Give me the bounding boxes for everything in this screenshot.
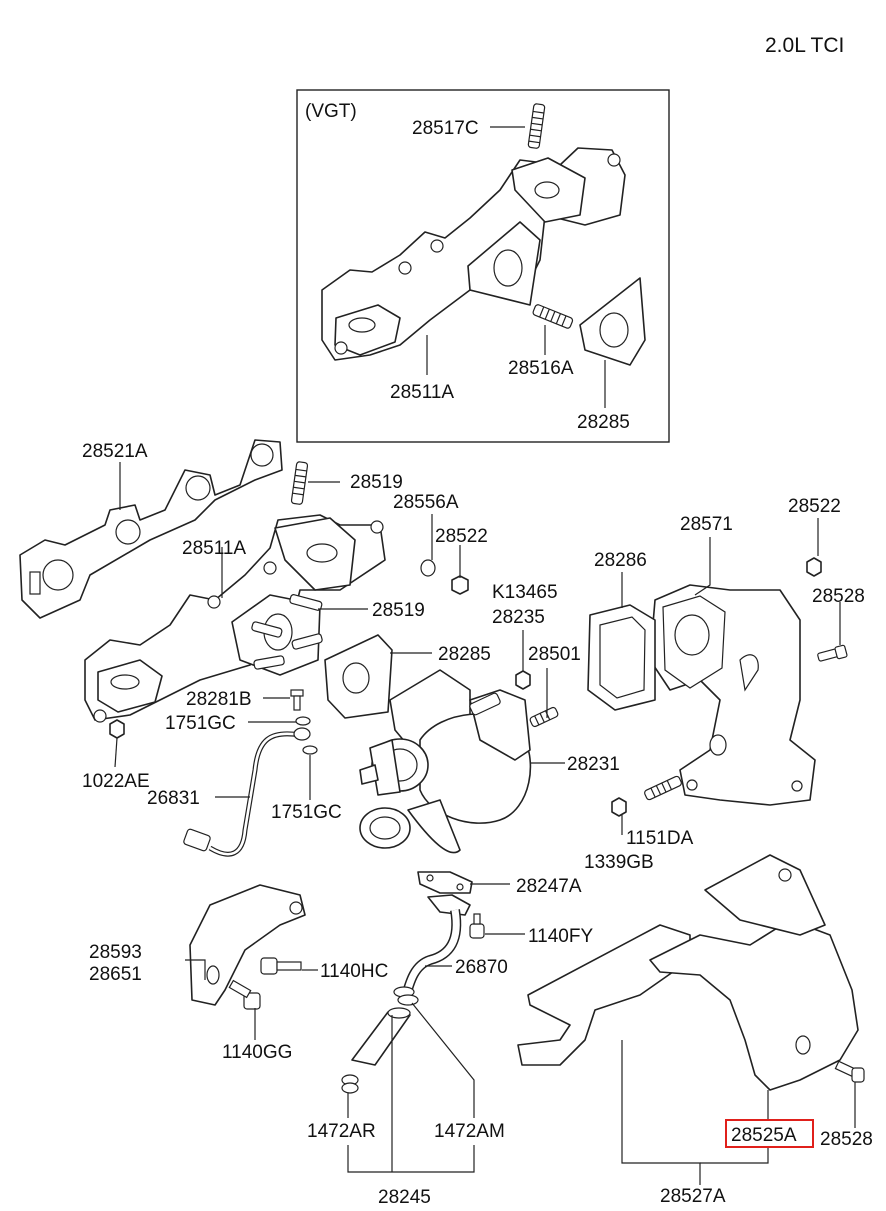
nut-k13465[interactable] bbox=[515, 670, 531, 690]
label-28235[interactable]: 28235 bbox=[492, 607, 545, 628]
label-28231[interactable]: 28231 bbox=[567, 754, 620, 775]
label-28519-top[interactable]: 28519 bbox=[350, 472, 403, 493]
nut-28522-mid[interactable] bbox=[451, 575, 469, 595]
label-28571[interactable]: 28571 bbox=[680, 514, 733, 535]
nut-1339gb[interactable] bbox=[611, 797, 627, 817]
label-28516a[interactable]: 28516A bbox=[508, 358, 574, 379]
label-28528-bottom[interactable]: 28528 bbox=[820, 1129, 873, 1150]
label-28511a-vgt[interactable]: 28511A bbox=[390, 382, 454, 403]
bolt-1140fy[interactable] bbox=[469, 913, 485, 939]
label-28511a[interactable]: 28511A bbox=[182, 538, 246, 559]
washer-28556a[interactable] bbox=[420, 559, 436, 577]
label-1751gc-top[interactable]: 1751GC bbox=[165, 713, 236, 734]
clamp-1472ar[interactable] bbox=[341, 1074, 359, 1094]
label-28501[interactable]: 28501 bbox=[528, 644, 581, 665]
vgt-gasket-28285[interactable] bbox=[579, 277, 646, 366]
turbo-bracket-28593[interactable] bbox=[189, 884, 306, 1006]
label-28527a[interactable]: 28527A bbox=[660, 1186, 726, 1207]
label-28285[interactable]: 28285 bbox=[438, 644, 491, 665]
label-1140hc[interactable]: 1140HC bbox=[320, 961, 388, 982]
vgt-inset-frame bbox=[296, 89, 670, 443]
vgt-stud-28516a[interactable] bbox=[532, 304, 574, 329]
label-k13465[interactable]: K13465 bbox=[492, 582, 558, 603]
bolt-1140gg[interactable] bbox=[228, 979, 261, 1010]
washer-1751gc-top[interactable] bbox=[295, 716, 311, 726]
exhaust-manifold[interactable] bbox=[84, 514, 386, 723]
stud-28501[interactable] bbox=[529, 706, 559, 728]
label-1022ae[interactable]: 1022AE bbox=[82, 771, 150, 792]
label-1151da[interactable]: 1151DA bbox=[626, 828, 694, 849]
bolt-28528-bottom[interactable] bbox=[834, 1060, 865, 1083]
vgt-exhaust-manifold[interactable] bbox=[321, 147, 626, 361]
label-28247a[interactable]: 28247A bbox=[516, 876, 582, 897]
stud-28519-top[interactable] bbox=[290, 461, 309, 505]
label-28651[interactable]: 28651 bbox=[89, 964, 142, 985]
leader-lines bbox=[114, 126, 856, 1185]
highlight-box bbox=[725, 1119, 814, 1148]
stud-1151da[interactable] bbox=[644, 775, 683, 801]
label-1140fy[interactable]: 1140FY bbox=[528, 926, 593, 947]
label-28521a[interactable]: 28521A bbox=[82, 441, 148, 462]
label-26831[interactable]: 26831 bbox=[147, 788, 200, 809]
gasket-28285[interactable] bbox=[324, 634, 393, 719]
bolt-28281b[interactable] bbox=[290, 689, 304, 711]
clamp-1472am[interactable] bbox=[393, 986, 419, 1006]
label-28519-mid[interactable]: 28519 bbox=[372, 600, 425, 621]
vgt-stud-28517c[interactable] bbox=[527, 103, 546, 149]
label-28285-vgt[interactable]: 28285 bbox=[577, 412, 630, 433]
manifold-gasket-28521a[interactable] bbox=[19, 439, 283, 619]
oil-drain-pipe-26870[interactable] bbox=[400, 894, 471, 1002]
label-1751gc-bottom[interactable]: 1751GC bbox=[271, 802, 342, 823]
label-28525a[interactable]: 28525A bbox=[731, 1125, 797, 1146]
bolt-28528-top[interactable] bbox=[817, 644, 848, 662]
label-1472ar[interactable]: 1472AR bbox=[307, 1121, 376, 1142]
label-28245[interactable]: 28245 bbox=[378, 1187, 431, 1208]
bolt-1140hc[interactable] bbox=[260, 957, 302, 975]
washer-1751gc-bottom[interactable] bbox=[302, 745, 318, 755]
label-28556a[interactable]: 28556A bbox=[393, 492, 459, 513]
label-28528-top[interactable]: 28528 bbox=[812, 586, 865, 607]
label-28522-right[interactable]: 28522 bbox=[788, 496, 841, 517]
label-28286[interactable]: 28286 bbox=[594, 550, 647, 571]
oil-feed-pipe-26831[interactable] bbox=[183, 727, 311, 857]
vgt-label: (VGT) bbox=[305, 101, 357, 122]
gasket-28247a[interactable] bbox=[417, 871, 473, 894]
label-28517c[interactable]: 28517C bbox=[412, 118, 479, 139]
nut-1022ae[interactable] bbox=[109, 719, 125, 739]
label-1140gg[interactable]: 1140GG bbox=[222, 1042, 292, 1063]
label-28281b[interactable]: 28281B bbox=[186, 689, 252, 710]
label-28522-mid[interactable]: 28522 bbox=[435, 526, 488, 547]
heat-protector-28525a[interactable] bbox=[649, 854, 859, 1091]
label-1472am[interactable]: 1472AM bbox=[434, 1121, 505, 1142]
engine-label: 2.0L TCI bbox=[765, 34, 844, 57]
label-28593[interactable]: 28593 bbox=[89, 942, 142, 963]
turbocharger-28231[interactable] bbox=[359, 669, 532, 854]
turbo-outlet-28571[interactable] bbox=[649, 584, 816, 806]
label-1339gb[interactable]: 1339GB bbox=[584, 852, 654, 873]
label-26870[interactable]: 26870 bbox=[455, 957, 508, 978]
gasket-28286[interactable] bbox=[587, 604, 656, 711]
nut-28522-right[interactable] bbox=[806, 557, 822, 577]
stud-28519-mid[interactable] bbox=[251, 594, 323, 670]
drain-hose[interactable] bbox=[351, 1007, 411, 1066]
